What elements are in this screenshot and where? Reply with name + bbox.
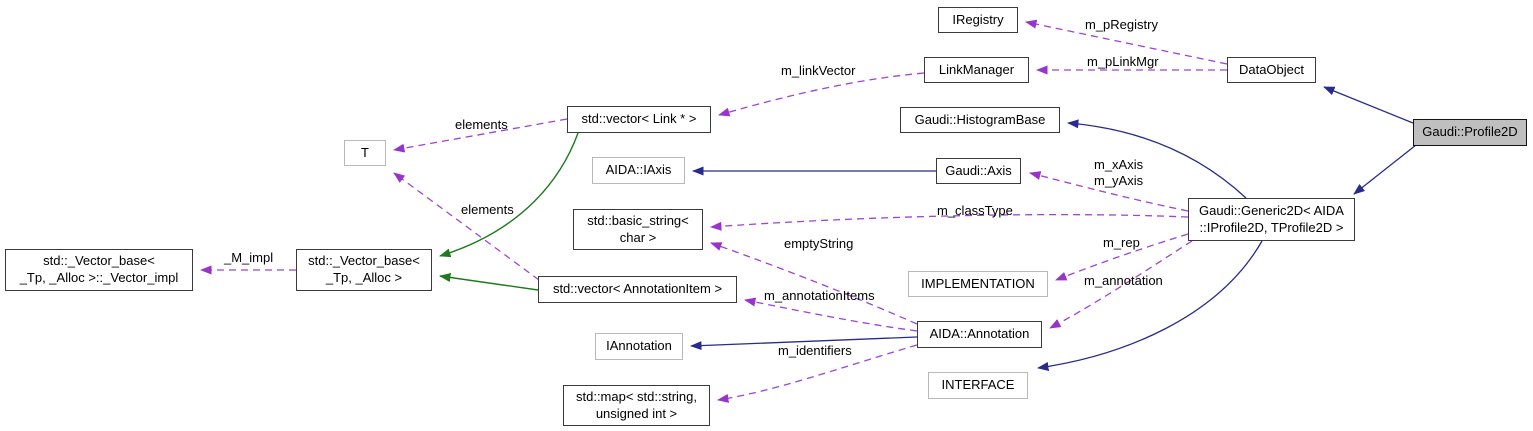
node-linkmanager[interactable]: LinkManager xyxy=(924,57,1029,83)
edge-m-classtype xyxy=(710,213,1189,231)
edge-m-annotation xyxy=(1049,240,1193,329)
node-std-basic-string[interactable]: std::basic_string< char > xyxy=(573,209,703,250)
edge-vectorlink-vectorbase xyxy=(439,132,579,258)
edge-label-m-impl: _M_impl xyxy=(224,250,274,265)
edge-elements-link xyxy=(393,118,568,153)
edge-m-identifiers xyxy=(717,344,918,403)
edge-emptystring xyxy=(710,242,918,325)
edge-label-m-pregistry: m_pRegistry xyxy=(1085,17,1158,32)
edge-annotation-iannotation xyxy=(690,336,918,351)
edge-m-axes xyxy=(1029,171,1189,212)
edge-label-m-annotationitems: m_annotationItems xyxy=(764,288,875,303)
edge-label-m-plinkmgr: m_pLinkMgr xyxy=(1087,54,1159,69)
node-iregistry[interactable]: IRegistry xyxy=(938,7,1018,33)
node-gaudi-axis[interactable]: Gaudi::Axis xyxy=(936,158,1021,184)
edge-m-annotationitems xyxy=(744,297,918,332)
node-aida-annotation[interactable]: AIDA::Annotation xyxy=(917,321,1042,348)
edge-generic2d-interface xyxy=(1037,240,1263,371)
edge-m-pregistry xyxy=(1025,19,1228,65)
edge-label-m-rep: m_rep xyxy=(1103,235,1140,250)
node-std-vector-base[interactable]: std::_Vector_base< _Tp, _Alloc > xyxy=(296,249,432,291)
edge-label-elements-link: elements xyxy=(455,117,508,132)
node-dataobject[interactable]: DataObject xyxy=(1227,57,1316,83)
node-gaudi-histogrambase[interactable]: Gaudi::HistogramBase xyxy=(900,107,1060,133)
node-interface[interactable]: INTERFACE xyxy=(928,372,1028,399)
edge-vectorannotation-vectorbase xyxy=(439,273,539,291)
edge-elements-annotation xyxy=(393,172,540,281)
edge-label-m-annotation: m_annotation xyxy=(1084,273,1163,288)
edge-label-m-identifiers: m_identifiers xyxy=(778,343,852,358)
node-std-map[interactable]: std::map< std::string, unsigned int > xyxy=(563,385,710,426)
edge-label-elements-annotation: elements xyxy=(461,202,514,217)
node-t[interactable]: T xyxy=(344,140,386,166)
node-std-vector-link[interactable]: std::vector< Link * > xyxy=(567,106,711,133)
node-iannotation[interactable]: IAnnotation xyxy=(595,333,683,360)
edge-generic2d-histogrambase xyxy=(1067,119,1247,199)
edge-m-linkvector xyxy=(718,72,925,117)
edge-m-rep xyxy=(1055,233,1189,281)
node-gaudi-generic2d[interactable]: Gaudi::Generic2D< AIDA ::IProfile2D, TPr… xyxy=(1188,198,1355,241)
node-gaudi-profile2d[interactable]: Gaudi::Profile2D xyxy=(1413,119,1527,146)
edge-label-m-axes: m_xAxis m_yAxis xyxy=(1094,157,1144,189)
node-std-vector-annotationitem[interactable]: std::vector< AnnotationItem > xyxy=(538,276,737,303)
node-std-vector-base-impl[interactable]: std::_Vector_base< _Tp, _Alloc >::_Vecto… xyxy=(5,249,193,291)
node-implementation[interactable]: IMPLEMENTATION xyxy=(908,271,1048,297)
node-aida-iaxis[interactable]: AIDA::IAxis xyxy=(592,157,685,184)
edge-label-m-linkvector: m_linkVector xyxy=(781,63,856,78)
edge-profile2d-generic2d xyxy=(1353,144,1417,195)
edge-profile2d-dataobject xyxy=(1323,86,1414,124)
edge-label-m-classtype: m_classType xyxy=(937,203,1013,218)
edge-label-emptystring: emptyString xyxy=(784,236,854,251)
